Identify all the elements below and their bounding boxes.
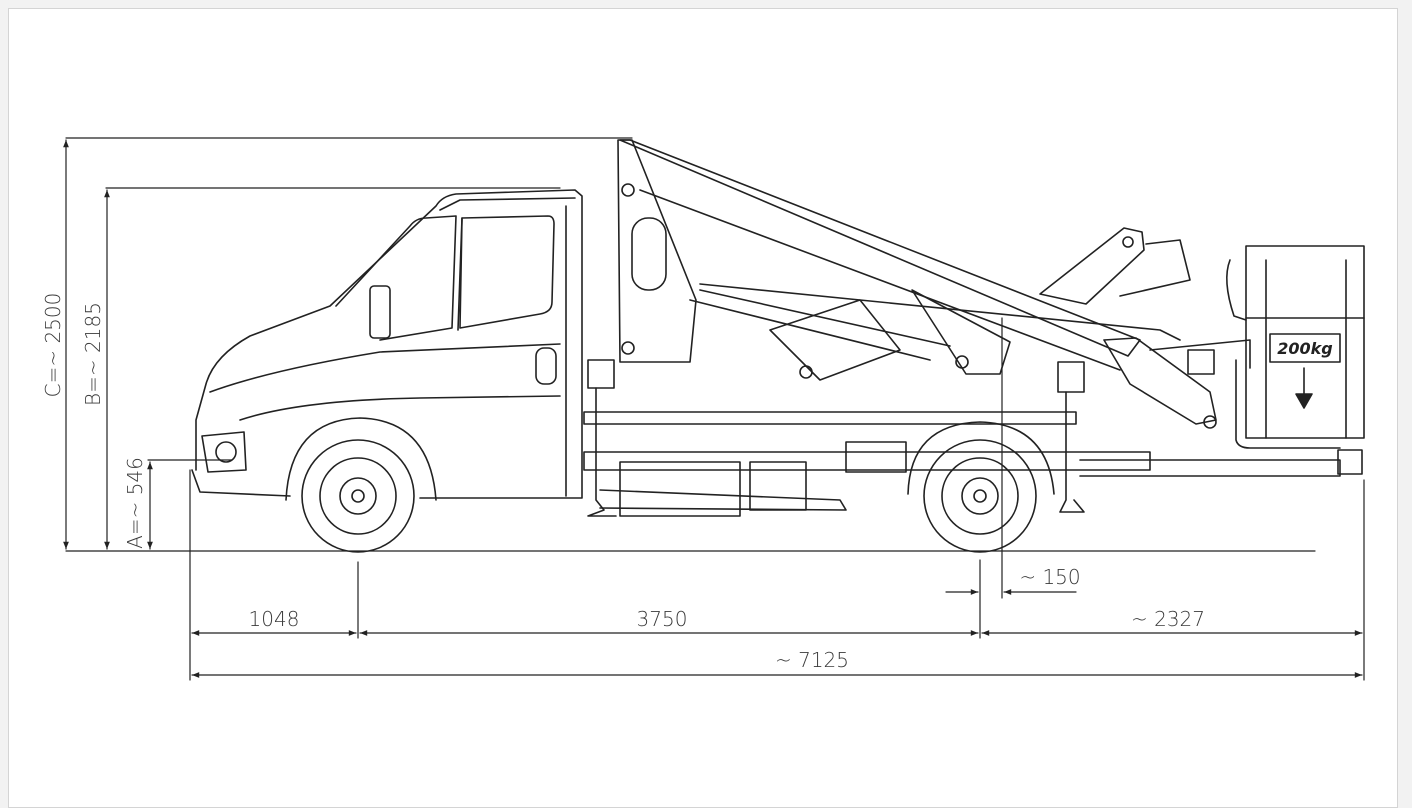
- rear-light: [1337, 449, 1363, 475]
- body-crease: [239, 395, 561, 421]
- truck-drawing: [191, 139, 1365, 553]
- rear-tire: [923, 439, 1037, 553]
- headlight: [201, 431, 247, 473]
- windshield: [335, 215, 457, 341]
- pivot-bottom: [621, 341, 635, 355]
- knuckle-arm: [769, 299, 901, 381]
- pivot-top: [621, 183, 635, 197]
- fog-light: [215, 441, 237, 463]
- front-wheel-arch: [285, 417, 437, 501]
- b-height-label: B=~ 2185: [81, 302, 105, 406]
- fuel-tank: [619, 461, 741, 517]
- front-tire: [301, 439, 415, 553]
- load-arrow-head: [1295, 393, 1313, 409]
- rear-overhang-label: ~ 2327: [1131, 607, 1205, 631]
- lift-cylinder-lower: [699, 289, 951, 347]
- c-height-label: C=~ 2500: [41, 293, 65, 398]
- dimension-lines: [63, 137, 1365, 681]
- door-handle: [535, 347, 557, 385]
- side-window: [459, 215, 555, 329]
- basket-support: [1235, 359, 1341, 449]
- mirror: [369, 285, 391, 339]
- front-overhang-label: 1048: [249, 607, 300, 631]
- offset-label: ~ 150: [1019, 565, 1080, 589]
- a-height-label: A=~ 546: [123, 457, 147, 549]
- fly-boom: [1039, 227, 1145, 305]
- main-boom-lower: [639, 189, 1121, 371]
- upper-boom-arm: [699, 283, 1181, 341]
- boom-turret: [617, 139, 697, 363]
- front-outrigger-top: [587, 359, 615, 389]
- turret-cutout: [631, 217, 667, 291]
- rear-outrigger-top: [1057, 361, 1085, 393]
- door-line: [457, 217, 463, 331]
- lift-cylinder: [689, 299, 931, 361]
- rear-extension-frame: [1079, 459, 1341, 477]
- control-box: [1187, 349, 1215, 375]
- boom-rest: [1119, 239, 1191, 297]
- platform-basket: [1245, 245, 1365, 439]
- front-outrigger: [587, 387, 617, 517]
- wheelbase-label: 3750: [637, 607, 688, 631]
- load-label-box: [1269, 333, 1341, 363]
- rear-outrigger: [1059, 391, 1085, 513]
- platform-load-label: 200kg: [1277, 339, 1333, 358]
- boom-link: [911, 289, 1011, 375]
- total-length-label: ~ 7125: [775, 648, 849, 672]
- cab-outline: [195, 189, 583, 499]
- main-boom-upper: [619, 139, 1141, 357]
- chassis-lower: [583, 451, 1151, 471]
- jib: [1103, 337, 1217, 425]
- chassis-frame: [583, 411, 1077, 425]
- front-bumper: [191, 469, 291, 497]
- hood-crease: [209, 343, 561, 393]
- rear-wheel-arch: [907, 421, 1055, 495]
- cab-roof: [439, 197, 576, 211]
